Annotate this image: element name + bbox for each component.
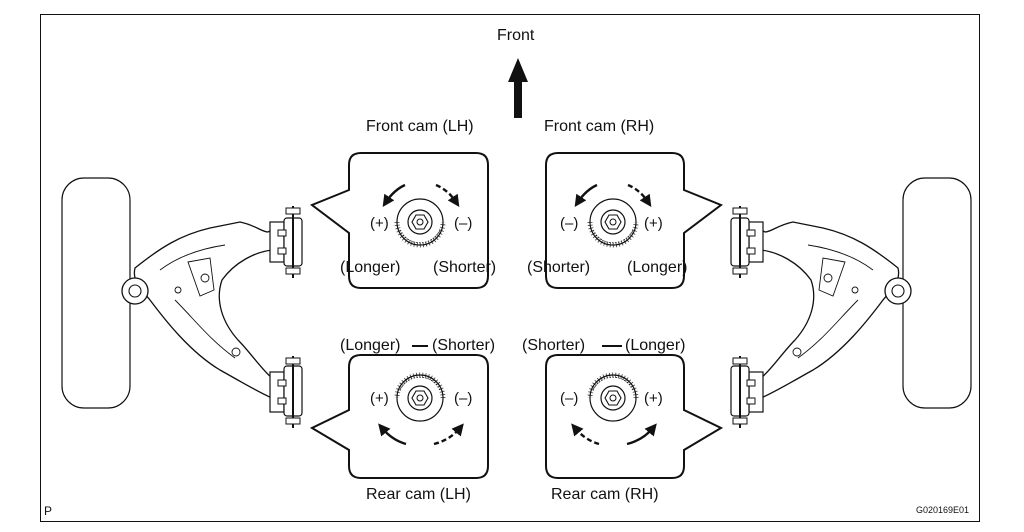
front-cam-lh-label: Front cam (LH) bbox=[366, 118, 474, 135]
front-rh-minus: (–) bbox=[560, 215, 579, 232]
left-control-arm bbox=[121, 205, 303, 429]
rear-rh-longer: (Longer) bbox=[625, 337, 686, 354]
figure-id: G020169E01 bbox=[916, 505, 970, 515]
rear-lh-longer: (Longer) bbox=[340, 337, 401, 354]
front-lh-shorter: (Shorter) bbox=[433, 259, 497, 276]
front-lh-cw-arrow bbox=[435, 183, 460, 207]
rear-lh-minus: (–) bbox=[454, 390, 473, 407]
right-tire bbox=[902, 177, 972, 409]
front-lh-minus: (–) bbox=[454, 215, 473, 232]
corner-letter: P bbox=[44, 504, 53, 518]
rear-rh-shorter: (Shorter) bbox=[522, 337, 586, 354]
callout-rear-lh bbox=[309, 354, 489, 479]
diagram-frame bbox=[40, 14, 980, 522]
front-lh-longer: (Longer) bbox=[340, 259, 401, 276]
rear-lh-ccw-arrow bbox=[378, 423, 407, 446]
front-rh-plus: (+) bbox=[644, 215, 663, 232]
front-rh-shorter: (Shorter) bbox=[527, 259, 591, 276]
front-cam-rh-label: Front cam (RH) bbox=[544, 118, 655, 135]
front-rh-ccw-arrow bbox=[574, 183, 598, 207]
rear-lh-plus: (+) bbox=[370, 390, 389, 407]
front-lh-ccw-arrow bbox=[382, 183, 406, 207]
rear-rh-cam-icon bbox=[590, 375, 636, 421]
front-lh-plus: (+) bbox=[370, 215, 389, 232]
front-rh-longer: (Longer) bbox=[627, 259, 688, 276]
rear-rh-cw-arrow bbox=[626, 423, 657, 446]
rear-rh-plus: (+) bbox=[644, 390, 663, 407]
rear-cam-lh-label: Rear cam (LH) bbox=[366, 486, 471, 503]
right-control-arm bbox=[730, 205, 912, 429]
callout-rear-rh bbox=[545, 354, 724, 479]
rear-rh-ccw-arrow bbox=[571, 423, 600, 446]
rear-cam-rh-label: Rear cam (RH) bbox=[551, 486, 659, 503]
front-arrow bbox=[508, 58, 528, 118]
rear-lh-shorter: (Shorter) bbox=[432, 337, 496, 354]
left-tire bbox=[61, 177, 131, 409]
front-lh-cam-icon bbox=[397, 199, 443, 245]
rear-lh-cam-icon bbox=[397, 375, 443, 421]
rear-rh-minus: (–) bbox=[560, 390, 579, 407]
rear-lh-cw-arrow bbox=[433, 423, 464, 446]
front-label: Front bbox=[497, 27, 535, 44]
front-rh-cw-arrow bbox=[627, 183, 652, 207]
front-rh-cam-icon bbox=[590, 199, 636, 245]
